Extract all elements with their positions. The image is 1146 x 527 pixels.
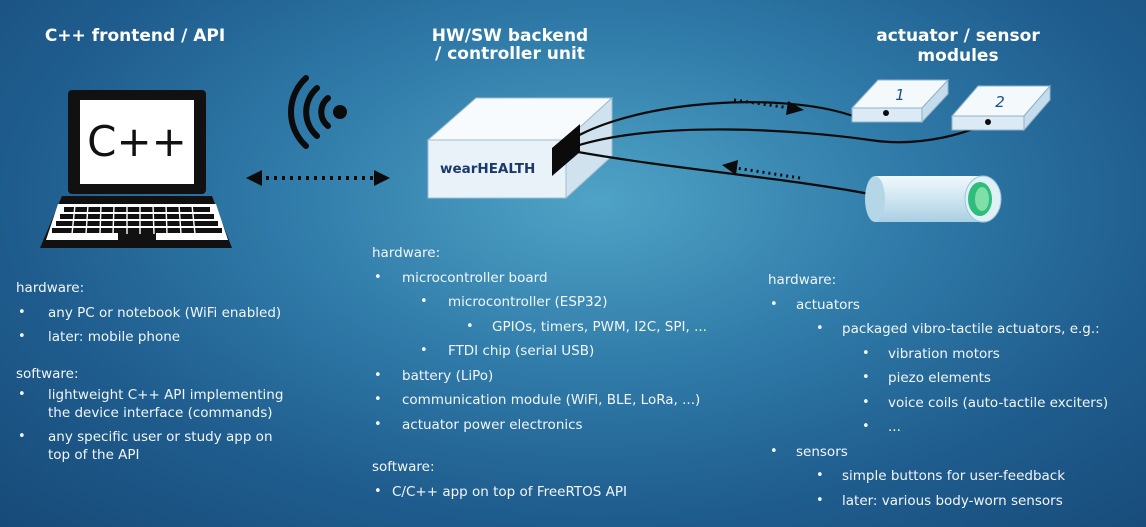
list-item: •later: mobile phone bbox=[16, 325, 336, 350]
bullet: • bbox=[770, 296, 778, 312]
bullet: • bbox=[862, 394, 870, 410]
bullet: • bbox=[862, 419, 870, 434]
modules-details: hardware: •actuators •packaged vibro-tac… bbox=[768, 268, 1144, 513]
actuator-module-1-icon bbox=[850, 78, 950, 124]
outgoing-arrow-icon bbox=[733, 98, 804, 115]
frontend-hardware-label: hardware: bbox=[16, 280, 85, 296]
bullet: • bbox=[18, 304, 26, 320]
laptop-cpp-label: C++ bbox=[87, 117, 187, 166]
backend-title-line1: HW/SW backend bbox=[431, 26, 589, 46]
controller-brand: wearHEALTH bbox=[440, 161, 535, 177]
list-item: •later: various body-worn sensors bbox=[768, 489, 1144, 514]
list-item: •any specific user or study app on bbox=[18, 429, 273, 445]
list-item: •piezo elements bbox=[768, 366, 1144, 391]
list-item: •microcontroller board bbox=[372, 266, 752, 291]
incoming-arrow-icon bbox=[722, 160, 801, 180]
list-item: •voice coils (auto-tactile exciters) bbox=[768, 391, 1144, 416]
list-item: •packaged vibro-tactile actuators, e.g.: bbox=[768, 317, 1144, 342]
list-item: •microcontroller (ESP32) bbox=[372, 290, 752, 315]
backend-title-line2: / controller unit bbox=[435, 44, 585, 64]
bullet: • bbox=[816, 492, 824, 508]
wifi-icon bbox=[287, 75, 347, 149]
list-item: •lightweight C++ API implementing bbox=[18, 387, 284, 403]
list-item: •C/C++ app on top of FreeRTOS API bbox=[372, 480, 752, 505]
bullet: • bbox=[374, 416, 382, 432]
modules-title: actuator / sensor modules bbox=[876, 26, 1040, 66]
module-1-label: 1 bbox=[895, 86, 905, 104]
module-2-label: 2 bbox=[995, 93, 1005, 111]
list-item: •FTDI chip (serial USB) bbox=[372, 339, 752, 364]
bullet: • bbox=[816, 468, 824, 483]
bullet: • bbox=[420, 343, 428, 358]
backend-hardware-label: hardware: bbox=[372, 245, 441, 261]
bullet: • bbox=[18, 387, 26, 402]
bullet: • bbox=[862, 370, 870, 385]
bullet: • bbox=[420, 294, 428, 309]
bullet: • bbox=[18, 429, 26, 444]
frontend-software-label: software: bbox=[16, 365, 79, 382]
list-item: •GPIOs, timers, PWM, I2C, SPI, ... bbox=[372, 315, 752, 340]
bullet: • bbox=[862, 345, 870, 361]
bullet: • bbox=[18, 329, 26, 344]
bullet: • bbox=[374, 483, 382, 499]
list-item: •actuators bbox=[768, 293, 1144, 318]
bullet: • bbox=[374, 367, 382, 383]
sensor-cylinder-icon bbox=[865, 175, 1002, 223]
controller-box-icon bbox=[426, 96, 614, 200]
actuator-module-2-icon bbox=[950, 84, 1052, 132]
brand-prefix: wear bbox=[440, 161, 478, 177]
list-item: •sensors bbox=[768, 440, 1144, 465]
brand-suffix: HEALTH bbox=[477, 161, 535, 177]
modules-hardware-label: hardware: bbox=[768, 272, 837, 288]
backend-software-label: software: bbox=[372, 459, 435, 475]
list-item: •simple buttons for user-feedback bbox=[768, 464, 1144, 489]
bullet: • bbox=[770, 443, 778, 459]
list-item: •communication module (WiFi, BLE, LoRa, … bbox=[372, 388, 752, 413]
list-item: •battery (LiPo) bbox=[372, 364, 752, 389]
bullet: • bbox=[374, 269, 382, 285]
bullet: • bbox=[466, 318, 474, 334]
frontend-title: C++ frontend / API bbox=[44, 26, 226, 46]
list-item: •actuator power electronics bbox=[372, 413, 752, 438]
bullet: • bbox=[374, 392, 382, 407]
list-item-cont: the device interface (commands) bbox=[48, 405, 273, 421]
laptop-icon bbox=[40, 90, 232, 248]
list-item: •any PC or notebook (WiFi enabled) bbox=[16, 301, 336, 326]
list-item: •... bbox=[768, 415, 1144, 440]
bidirectional-arrow-icon bbox=[246, 170, 390, 186]
bullet: • bbox=[816, 321, 824, 336]
frontend-details: hardware: •any PC or notebook (WiFi enab… bbox=[16, 276, 336, 464]
list-item: •vibration motors bbox=[768, 342, 1144, 367]
backend-details: hardware: •microcontroller board •microc… bbox=[372, 241, 752, 504]
list-item-cont: top of the API bbox=[48, 447, 140, 463]
